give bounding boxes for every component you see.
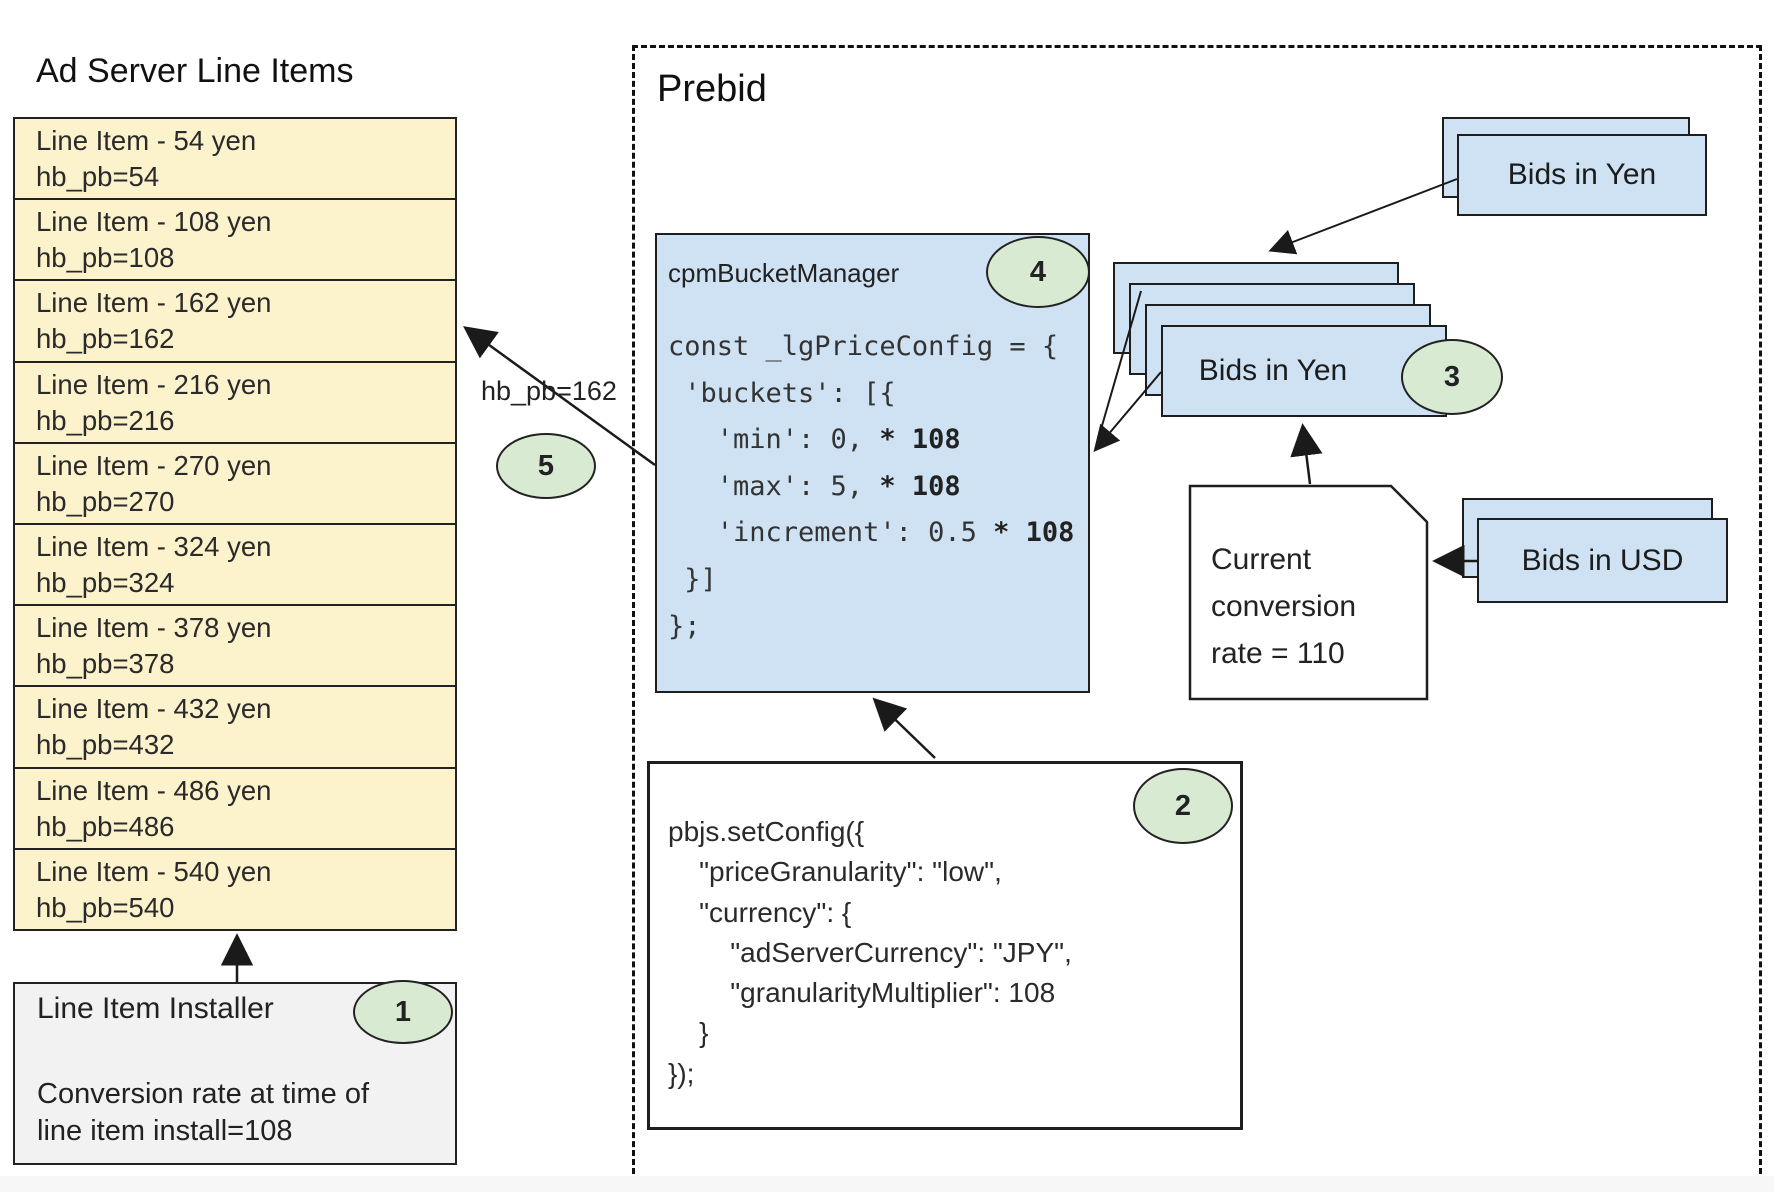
cpm-bucket-manager-box — [655, 233, 1090, 693]
cpm-code-line: 'increment': 0.5 * 108 — [668, 517, 1075, 549]
bids-in-usd-card: Bids in USD — [1477, 518, 1728, 603]
set-config-code-line: "currency": { — [668, 896, 852, 928]
cpm-code-line: }; — [668, 610, 701, 642]
bids-in-yen-top-card: Bids in Yen — [1457, 134, 1707, 216]
cpm-code-line: }] — [668, 563, 717, 595]
cpm-bucket-manager-title: cpmBucketManager — [668, 258, 900, 288]
set-config-code: pbjs.setConfig({ "priceGranularity": "lo… — [668, 812, 1072, 1094]
cpm-code-line: 'max': 5, * 108 — [668, 470, 961, 502]
bids-in-yen-top-label: Bids in Yen — [1507, 158, 1657, 191]
installer-note: Conversion rate at time of line item ins… — [37, 1076, 369, 1150]
step-badge-3: 3 — [1401, 339, 1503, 415]
set-config-code-line: }); — [668, 1057, 695, 1089]
set-config-code-line: pbjs.setConfig({ — [668, 816, 865, 847]
page-bottom-strip — [0, 1176, 1774, 1192]
conversion-note-line: Current — [1211, 543, 1312, 576]
conversion-note-text: Current conversion rate = 110 — [1211, 536, 1356, 677]
bids-in-usd-label: Bids in USD — [1521, 543, 1684, 577]
set-config-code-line: "adServerCurrency": "JPY", — [668, 936, 1072, 968]
cpm-code: const _lgPriceConfig = { 'buckets': [{ '… — [668, 324, 1074, 650]
bids-in-yen-stack-front-card: Bids in Yen — [1161, 325, 1447, 417]
cpm-code-line: 'buckets': [{ — [668, 377, 896, 409]
cpm-code-line: 'min': 0, * 108 — [668, 424, 961, 456]
installer-note-line: Conversion rate at time of — [37, 1078, 370, 1110]
ad-server-title: Ad Server Line Items — [36, 52, 354, 90]
conversion-note-line: rate = 110 — [1211, 637, 1345, 670]
set-config-code-line: "priceGranularity": "low", — [668, 856, 1002, 888]
step-badge-4: 4 — [986, 236, 1090, 308]
cpm-code-line: const _lgPriceConfig = { — [668, 331, 1059, 362]
step-badge-5: 5 — [496, 433, 596, 499]
bids-in-yen-stack-label: Bids in Yen — [1198, 354, 1348, 387]
installer-title: Line Item Installer — [37, 992, 274, 1025]
hb-pb-arrow-label: hb_pb=162 — [481, 376, 617, 406]
conversion-note-line: conversion — [1211, 590, 1357, 623]
set-config-code-line: } — [668, 1017, 709, 1049]
installer-note-line: line item install=108 — [37, 1115, 293, 1147]
step-badge-1: 1 — [353, 980, 453, 1044]
set-config-code-line: "granularityMultiplier": 108 — [668, 977, 1056, 1009]
step-badge-2: 2 — [1133, 768, 1233, 844]
prebid-label: Prebid — [657, 68, 767, 110]
